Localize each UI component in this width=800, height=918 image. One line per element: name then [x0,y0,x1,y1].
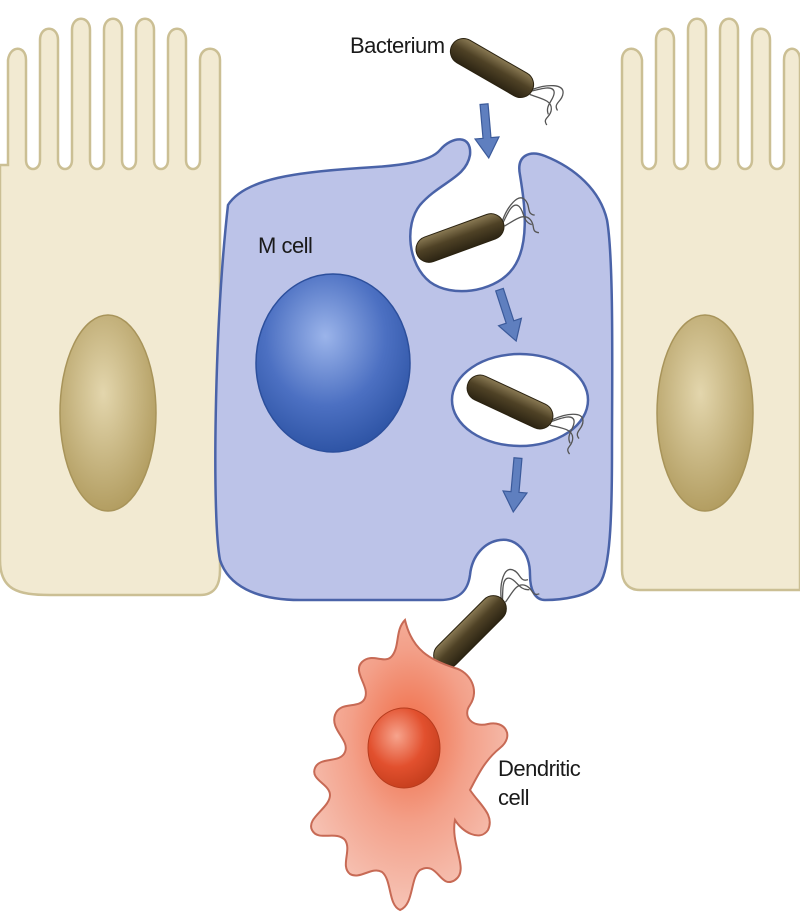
dendritic-cell-label-line1: Dendritic [498,756,581,781]
dendritic-cell-nucleus [368,708,440,788]
left-epithelial-nucleus [60,315,156,511]
arrow-icon [472,103,501,159]
m-cell-label: M cell [258,233,312,258]
right-epithelial-cell [622,19,800,590]
bacterium-label: Bacterium [350,33,445,58]
right-epithelial-nucleus [657,315,753,511]
bacterium-icon [441,30,568,126]
dendritic-cell-label-line2: cell [498,785,529,810]
m-cell-nucleus [256,274,410,452]
left-epithelial-cell [0,19,220,595]
dendritic-cell [311,620,507,910]
m-cell [215,139,612,600]
